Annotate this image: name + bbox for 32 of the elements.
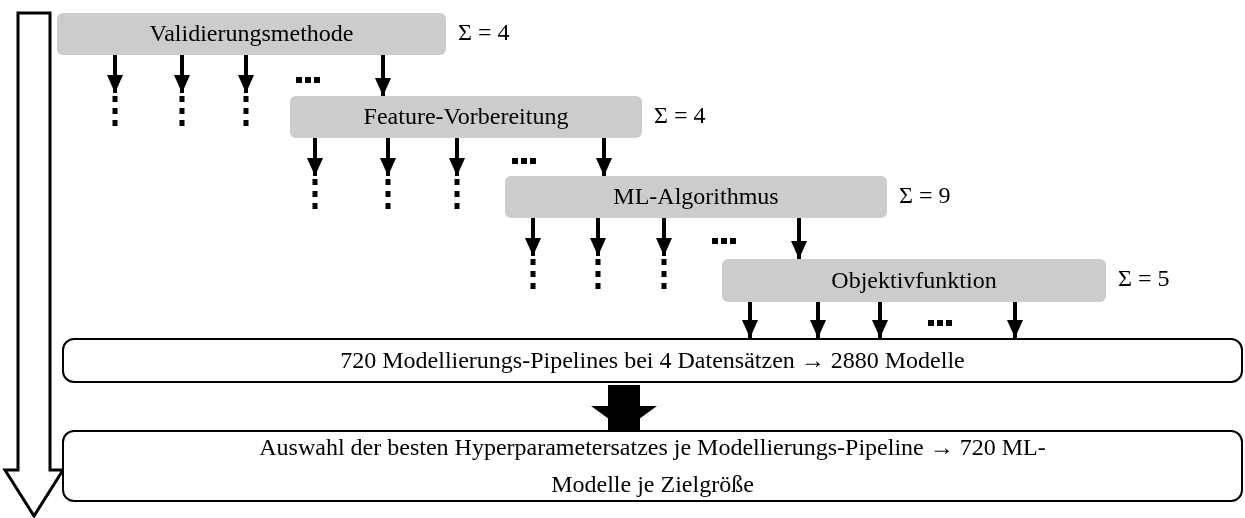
arrow (238, 55, 254, 93)
count-label: Σ = 4 (458, 19, 510, 46)
arrow (107, 55, 123, 93)
box-label: Feature-Vorbereitung (363, 102, 569, 132)
category-box (290, 96, 642, 138)
count-label: Σ = 4 (654, 102, 706, 129)
count-label: Σ = 9 (899, 182, 951, 209)
box-label: ML-Algorithmus (613, 182, 779, 212)
category-box (505, 176, 887, 218)
box-label: 720 Modellierungs-Pipelines bei 4 Datensätzen → 2880 Modelle (340, 345, 965, 375)
box-label: Auswahl der besten Hyperparametersatzes je Modellierungs-Pipeline → 720 ML-Modelle je Zielgröße (258, 432, 1047, 499)
arrow (596, 138, 612, 176)
arrow (742, 302, 758, 338)
arrow (791, 218, 807, 259)
process-box (62, 430, 1243, 502)
box-label: Objektivfunktion (831, 265, 997, 295)
arrow (872, 302, 888, 338)
count-label: Σ = 5 (1118, 265, 1170, 292)
arrow (656, 218, 672, 256)
arrow (380, 138, 396, 176)
category-box (57, 13, 446, 55)
arrow (174, 55, 190, 93)
arrow (525, 218, 541, 256)
box-label: Validierungsmethode (149, 19, 354, 49)
arrow (1007, 302, 1023, 338)
process-box (62, 338, 1243, 383)
category-box (722, 259, 1106, 302)
arrow (307, 138, 323, 176)
arrow (810, 302, 826, 338)
arrow (590, 218, 606, 256)
arrow (375, 55, 391, 96)
arrow (449, 138, 465, 176)
